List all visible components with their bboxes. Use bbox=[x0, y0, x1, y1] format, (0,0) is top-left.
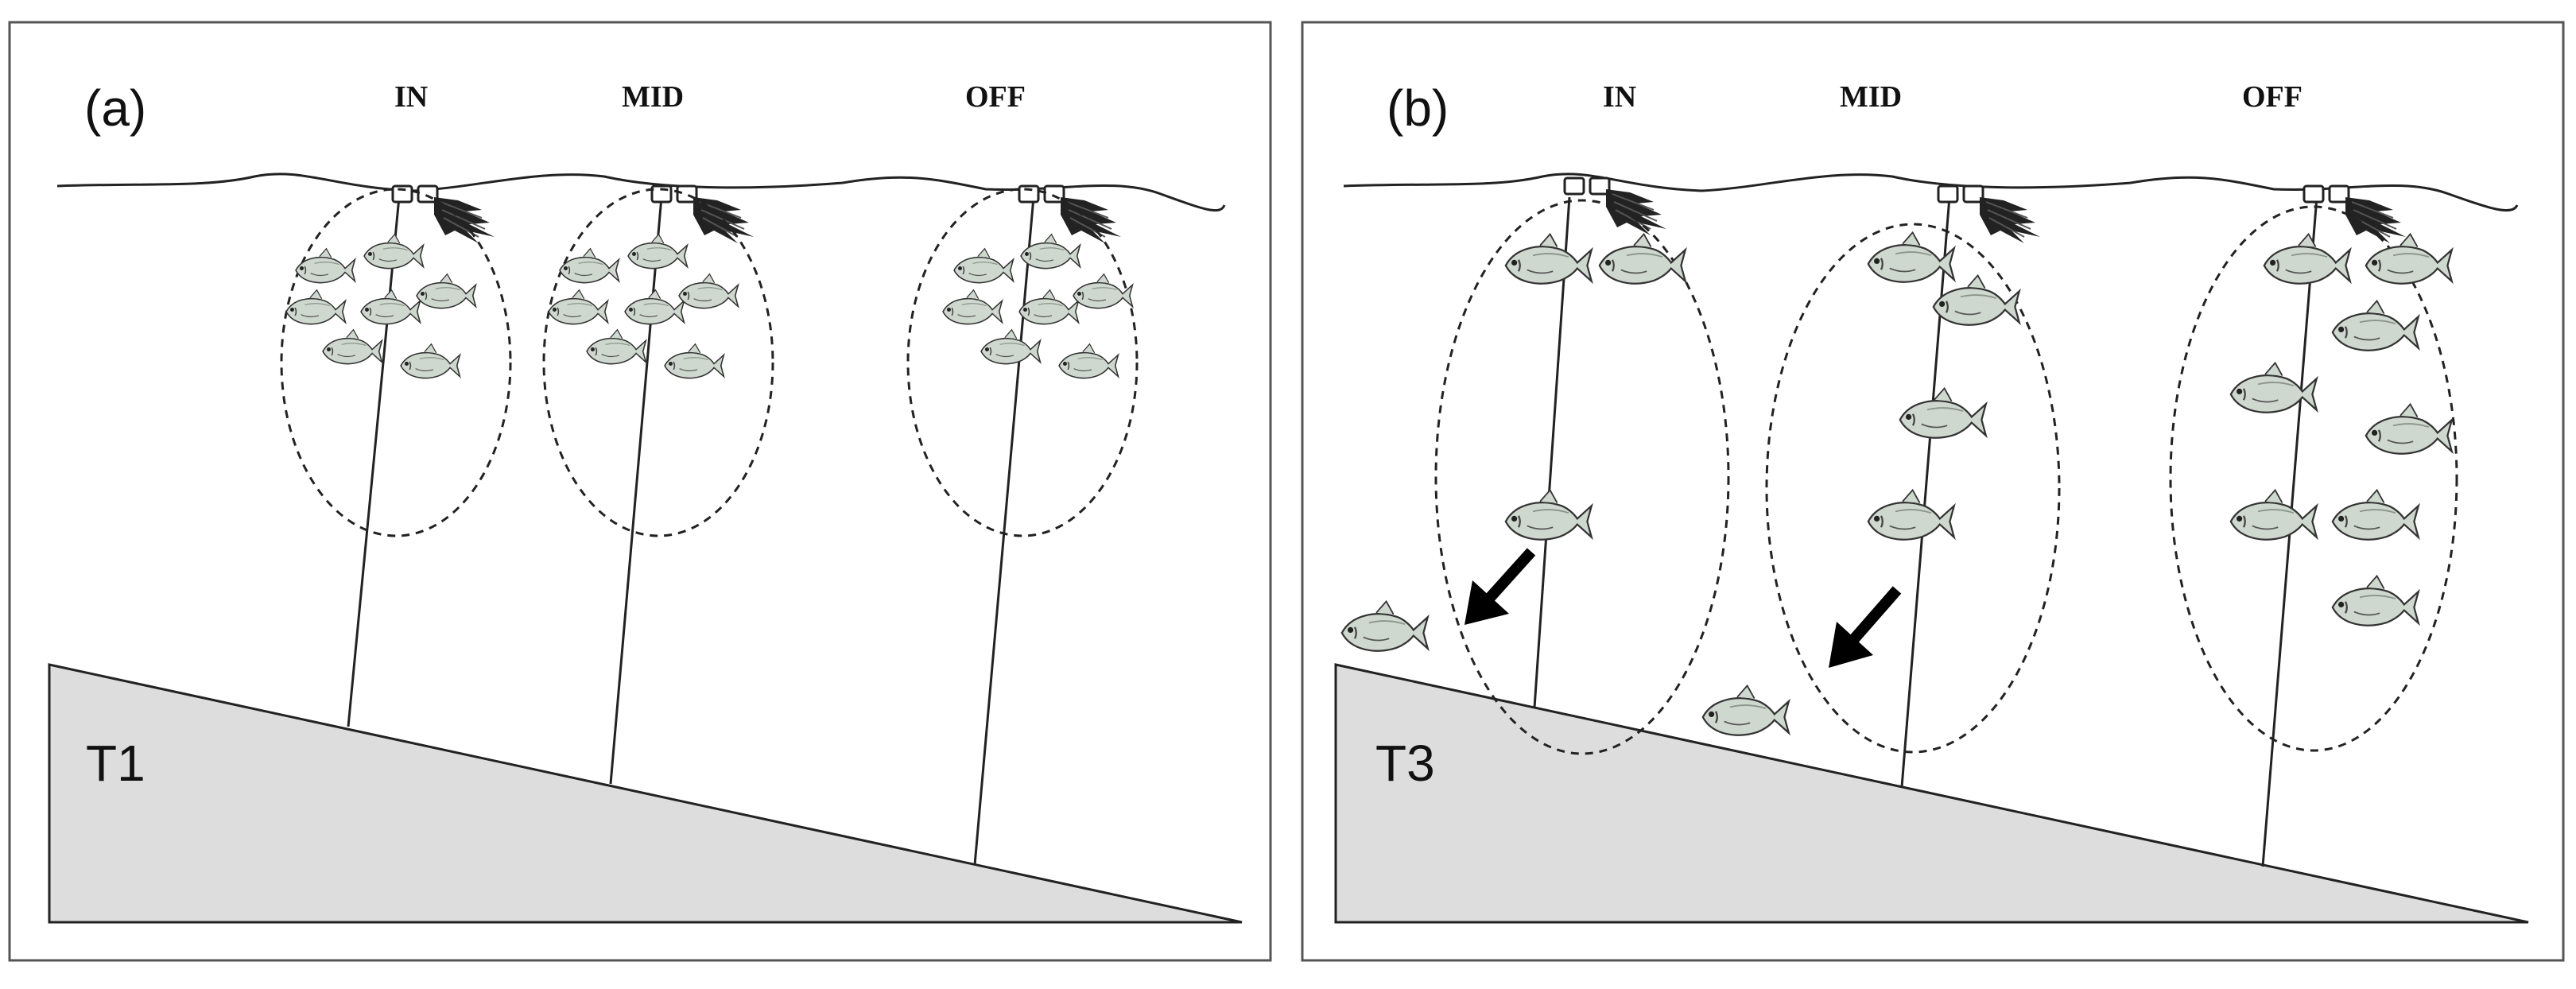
panel-a-zone-in-label: IN bbox=[394, 80, 428, 114]
panel-a-school-mid bbox=[542, 188, 774, 537]
panel-b-sea-surface bbox=[1343, 173, 2519, 212]
panel-b-time-label: T3 bbox=[1375, 735, 1435, 792]
panel-b-zone-off-label: OFF bbox=[2242, 80, 2302, 114]
panel-a-line-in bbox=[347, 196, 401, 727]
panel-a-zone-off-label: OFF bbox=[965, 80, 1026, 114]
panel-b-zone-mid-label: MID bbox=[1840, 80, 1902, 114]
panel-a-zone-mid-label: MID bbox=[622, 80, 684, 114]
panel-a-label: (a) bbox=[84, 80, 146, 137]
panel-b-school-mid bbox=[1765, 223, 2061, 754]
panel-b-arrow-in bbox=[1465, 548, 1536, 625]
panel-b-school-off bbox=[2169, 205, 2458, 752]
panel-a-seabed bbox=[48, 663, 1243, 924]
panel-b-school-in bbox=[1434, 199, 1730, 755]
panel-a-school-in bbox=[280, 188, 512, 537]
panel-b-arrow-mid bbox=[1829, 586, 1902, 668]
panel-b-zone-in-label: IN bbox=[1603, 80, 1636, 114]
panel-a-school-off bbox=[906, 188, 1139, 537]
panel-b-line-mid bbox=[1900, 196, 1951, 788]
panel-b: (b) IN MID OFF bbox=[1301, 21, 2565, 962]
panel-b-label: (b) bbox=[1387, 80, 1449, 137]
panel-b-seabed bbox=[1334, 663, 2529, 924]
panel-a: (a) IN MID OFF bbox=[8, 21, 1272, 962]
panel-b-line-in bbox=[1533, 196, 1571, 708]
panel-a-time-label: T1 bbox=[86, 735, 145, 792]
